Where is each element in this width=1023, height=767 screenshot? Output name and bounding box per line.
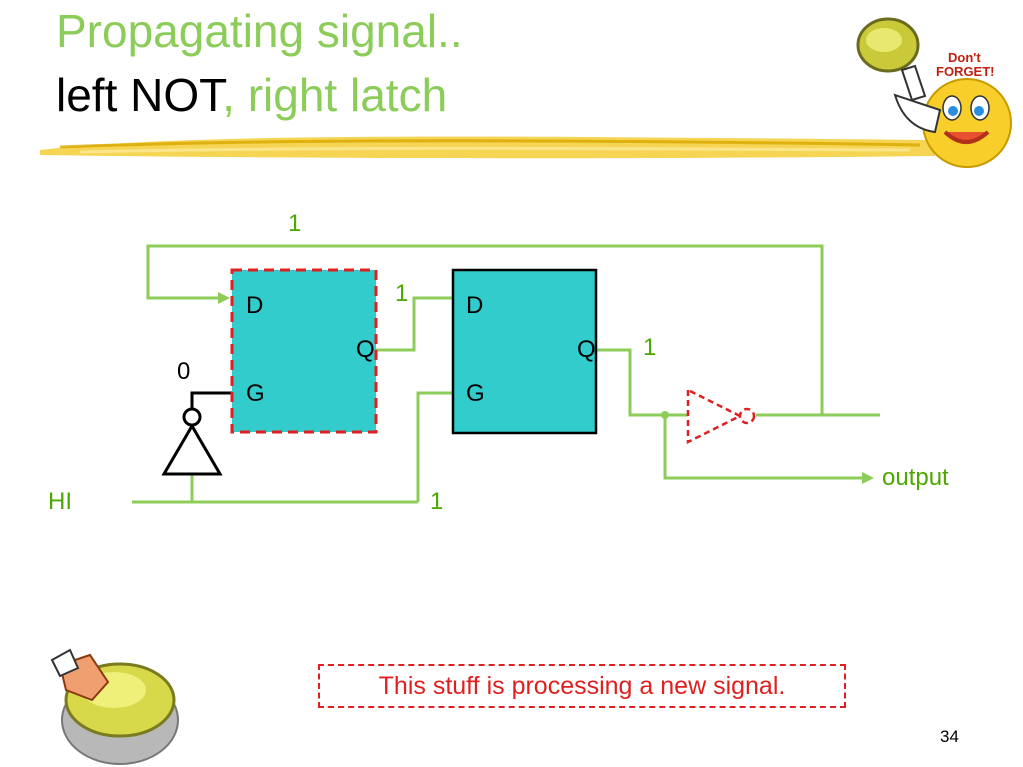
signal-hi-line: 1 bbox=[430, 488, 444, 515]
left-latch-d: D bbox=[246, 292, 264, 319]
processing-note: This stuff is processing a new signal. bbox=[318, 664, 846, 708]
signal-feedback: 1 bbox=[288, 210, 302, 237]
page-number: 34 bbox=[940, 727, 959, 746]
right-latch-d: D bbox=[466, 292, 484, 319]
left-latch-box bbox=[230, 268, 378, 434]
signal-not-output: 0 bbox=[177, 358, 191, 385]
arrowheads bbox=[218, 292, 874, 484]
input-hi-label: HI bbox=[48, 488, 72, 515]
badge-forget: FORGET! bbox=[936, 64, 995, 79]
right-not-gate bbox=[686, 387, 756, 445]
left-not-gate bbox=[161, 391, 232, 502]
dont-forget-smiley-icon bbox=[856, 17, 1012, 168]
subtitle-latch: , right latch bbox=[222, 69, 448, 121]
slide-subtitle: left NOT, right latch bbox=[56, 68, 447, 122]
output-label: output bbox=[882, 464, 949, 491]
left-latch-q: Q bbox=[356, 336, 375, 363]
badge-dont: Don't bbox=[948, 50, 981, 65]
right-latch-g: G bbox=[466, 380, 485, 407]
right-latch-q: Q bbox=[577, 336, 596, 363]
circuit-wires bbox=[132, 244, 880, 504]
slide-title: Propagating signal.. bbox=[56, 5, 463, 57]
signal-right-q: 1 bbox=[643, 334, 657, 361]
subtitle-not: left NOT bbox=[56, 69, 223, 121]
brush-stroke-underline bbox=[40, 136, 935, 159]
left-latch-g: G bbox=[246, 380, 265, 407]
signal-between-latches: 1 bbox=[395, 280, 409, 307]
question-button-icon bbox=[50, 648, 179, 765]
junction-dot bbox=[661, 411, 669, 419]
right-latch-box bbox=[451, 268, 598, 435]
